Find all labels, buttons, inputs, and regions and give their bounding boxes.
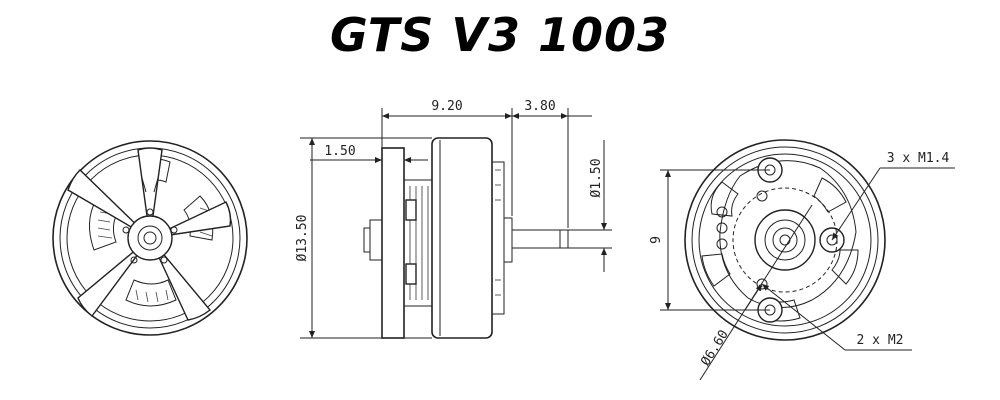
bottom-view: 9 Ø6.60 3 x M1.4 2 x M2 bbox=[649, 139, 955, 381]
wire-pads bbox=[716, 206, 728, 250]
center-bearing bbox=[754, 209, 816, 271]
dim-mount-spacing: 9 bbox=[649, 236, 664, 244]
dim-flange-thickness: 1.50 bbox=[324, 144, 355, 159]
drawing-title: GTS V3 1003 bbox=[329, 8, 671, 62]
dim-shaft-diameter: Ø1.50 bbox=[589, 158, 604, 197]
dim-bolt-circle: Ø6.60 bbox=[698, 328, 731, 369]
base-flange bbox=[381, 147, 405, 339]
hub bbox=[127, 215, 173, 261]
dim-body-length: 9.20 bbox=[431, 99, 462, 114]
callout-m14-holes: 3 x M1.4 bbox=[887, 151, 950, 166]
side-view: 9.20 3.80 1.50 Ø13.50 Ø1.50 bbox=[295, 99, 612, 339]
shaft bbox=[511, 229, 569, 249]
top-view bbox=[52, 140, 248, 336]
hub-screws bbox=[122, 208, 178, 264]
bell-housing bbox=[431, 137, 493, 339]
callout-m2-holes: 2 x M2 bbox=[857, 333, 904, 348]
dim-body-diameter: Ø13.50 bbox=[295, 215, 310, 262]
dim-shaft-length: 3.80 bbox=[524, 99, 555, 114]
